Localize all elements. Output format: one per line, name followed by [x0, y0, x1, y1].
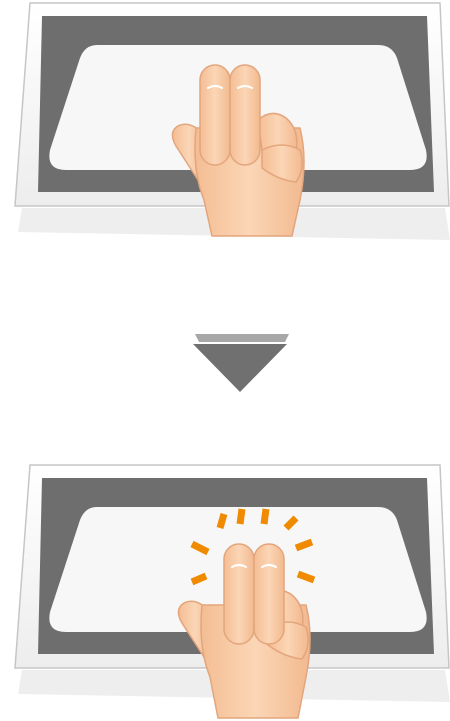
- arrow-head: [193, 344, 287, 392]
- transition-arrow: [190, 330, 290, 400]
- step-1-panel: [0, 0, 450, 240]
- middle-finger: [230, 65, 260, 165]
- middle-finger: [254, 544, 284, 644]
- index-finger: [224, 544, 254, 644]
- burst-line: [220, 514, 224, 528]
- index-finger: [200, 65, 230, 165]
- down-arrow-icon: [190, 330, 290, 400]
- touchpad-illustration-1: [0, 0, 450, 240]
- burst-line: [240, 509, 242, 524]
- touchpad-illustration-2: [0, 462, 450, 721]
- arrow-band: [195, 334, 289, 342]
- burst-line: [264, 509, 266, 524]
- step-2-panel: [0, 462, 450, 721]
